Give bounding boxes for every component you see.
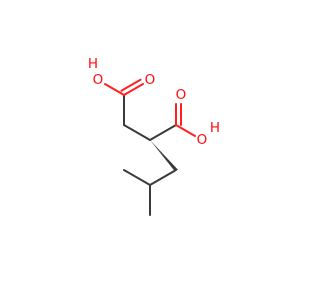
hydrogen-label-right: H	[210, 120, 220, 136]
bond-c5-o-double-b	[120, 78, 142, 92]
bond-c5-oh	[104, 83, 125, 96]
oxygen-label-carbonyl-upper-left: O	[145, 72, 156, 88]
oxygen-label-hydroxyl-upper-left: O	[93, 72, 104, 88]
hydrogen-label-upper-left: H	[88, 56, 98, 72]
wedge-bond	[150, 140, 179, 170]
bond-c6-c7	[149, 169, 177, 186]
bond-c3-c4	[123, 124, 151, 141]
oxygen-label-carbonyl-right: O	[176, 87, 187, 103]
molecule-structure: H O O O O H	[88, 56, 220, 216]
carbon-skeleton	[123, 94, 177, 216]
oxygen-label-hydroxyl-right: O	[197, 132, 208, 148]
bond-c2-oh	[175, 124, 196, 137]
bond-c7-c8	[123, 169, 151, 186]
carboxyl-right	[175, 103, 196, 137]
bond-c3-c2	[149, 124, 177, 141]
carboxyl-upper-left	[104, 78, 144, 96]
bond-c5-o-double-a	[123, 83, 144, 96]
